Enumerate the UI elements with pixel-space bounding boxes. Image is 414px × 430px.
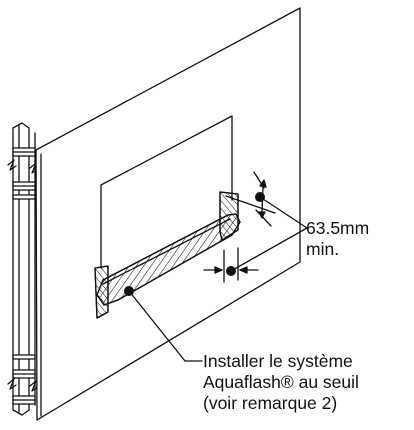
note-line-1: Installer le système: [203, 351, 353, 371]
wall-panel: [35, 7, 301, 421]
vertical-dimension: [225, 171, 276, 227]
dimension-qualifier: min.: [306, 239, 340, 259]
rough-opening: [100, 115, 233, 269]
dimension-label: 63.5mm min.: [306, 218, 369, 260]
wall-framing: [7, 122, 39, 416]
note-leader: [124, 286, 203, 362]
note-line-2: Aquaflash® au seuil: [203, 372, 359, 392]
note-line-3: (voir remarque 2): [203, 393, 338, 413]
dimension-value: 63.5mm: [306, 218, 370, 238]
dimension-leader: [230, 196, 308, 272]
horizontal-dimension: [203, 247, 259, 283]
sill-flashing: [94, 191, 241, 319]
note-label: Installer le système Aquaflash® au seuil…: [203, 351, 359, 414]
